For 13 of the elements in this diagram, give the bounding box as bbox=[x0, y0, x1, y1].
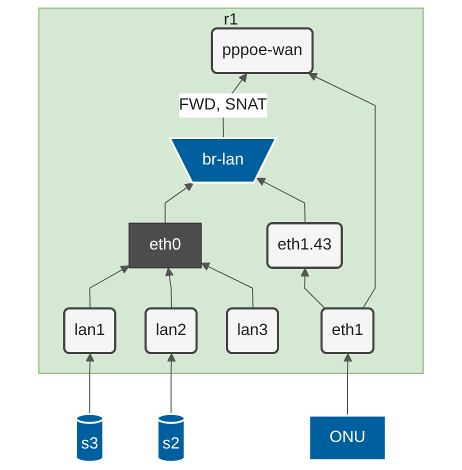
arrow bbox=[200, 262, 254, 309]
arrow bbox=[89, 265, 130, 309]
arrow bbox=[308, 72, 376, 310]
arrow bbox=[300, 268, 326, 310]
arrow bbox=[86, 353, 94, 414]
arrow bbox=[164, 182, 194, 224]
arrow bbox=[343, 353, 352, 416]
node-box: ONU bbox=[308, 414, 387, 462]
edge-label: FWD, SNAT bbox=[178, 96, 268, 114]
arrow bbox=[256, 178, 306, 224]
arrow bbox=[166, 353, 176, 414]
arrow bbox=[164, 267, 174, 309]
node-box: eth0 bbox=[128, 222, 202, 268]
